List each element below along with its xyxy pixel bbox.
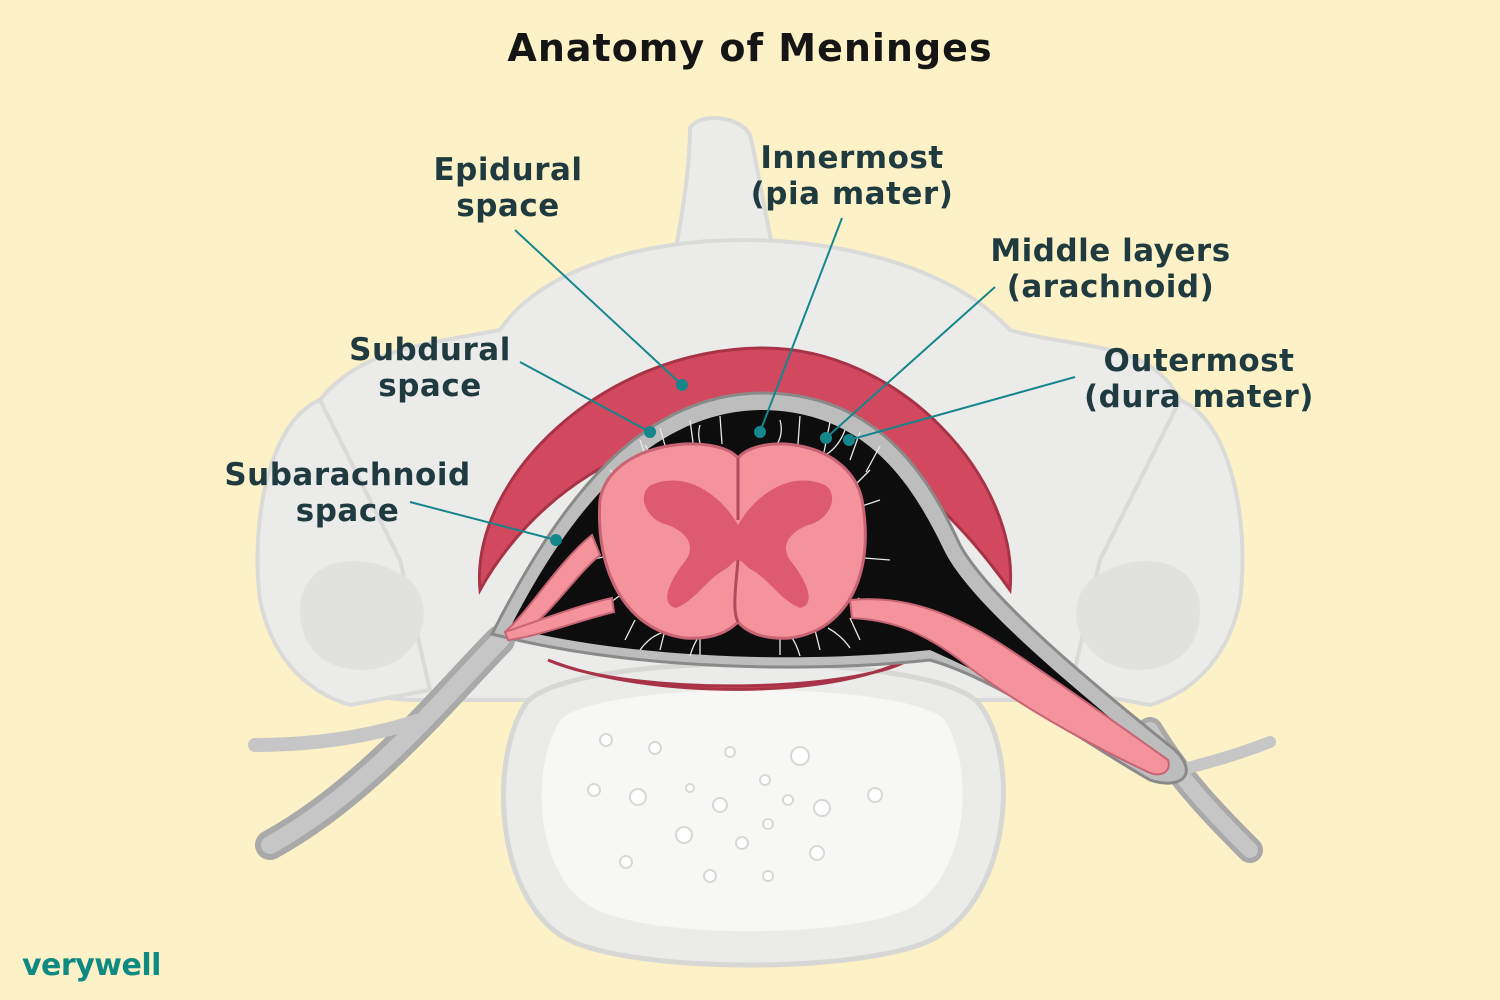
spinal-cord	[597, 442, 867, 640]
leader-subarachnoid	[409, 501, 557, 541]
page-title: Anatomy of Meninges	[507, 26, 993, 70]
nerve-root-left-lower	[503, 596, 616, 642]
nerve-branch-left	[248, 713, 427, 752]
label-epidural-space: Epidural space	[433, 152, 583, 224]
dot-middle	[820, 432, 832, 444]
leader-subdural	[519, 361, 651, 433]
label-subarachnoid-space: Subarachnoid space	[224, 457, 471, 529]
brand-logo: verywell	[22, 948, 161, 983]
nerve-branch-right	[1174, 736, 1276, 776]
vertebral-body-inner	[541, 690, 963, 932]
label-innermost: Innermost (pia mater)	[750, 140, 954, 212]
dot-outermost	[843, 434, 855, 446]
label-subdural-space: Subdural space	[349, 332, 511, 404]
facet-left	[300, 560, 424, 670]
central-fissure	[733, 458, 740, 623]
grey-matter	[643, 480, 833, 608]
label-outermost: Outermost (dura mater)	[1084, 343, 1314, 415]
facet-right	[1076, 560, 1200, 670]
dot-subarachnoid	[550, 534, 562, 546]
label-middle-layers: Middle layers (arachnoid)	[990, 233, 1231, 305]
dot-subdural	[644, 426, 656, 438]
leader-outermost	[848, 376, 1076, 441]
leader-middle	[825, 286, 996, 439]
dot-innermost	[754, 426, 766, 438]
nerve-root-right	[848, 598, 1170, 776]
leader-lines	[409, 217, 1076, 546]
bone-pores	[587, 733, 883, 883]
leader-epidural	[514, 229, 683, 386]
leader-innermost	[759, 217, 843, 433]
dot-epidural	[676, 379, 688, 391]
